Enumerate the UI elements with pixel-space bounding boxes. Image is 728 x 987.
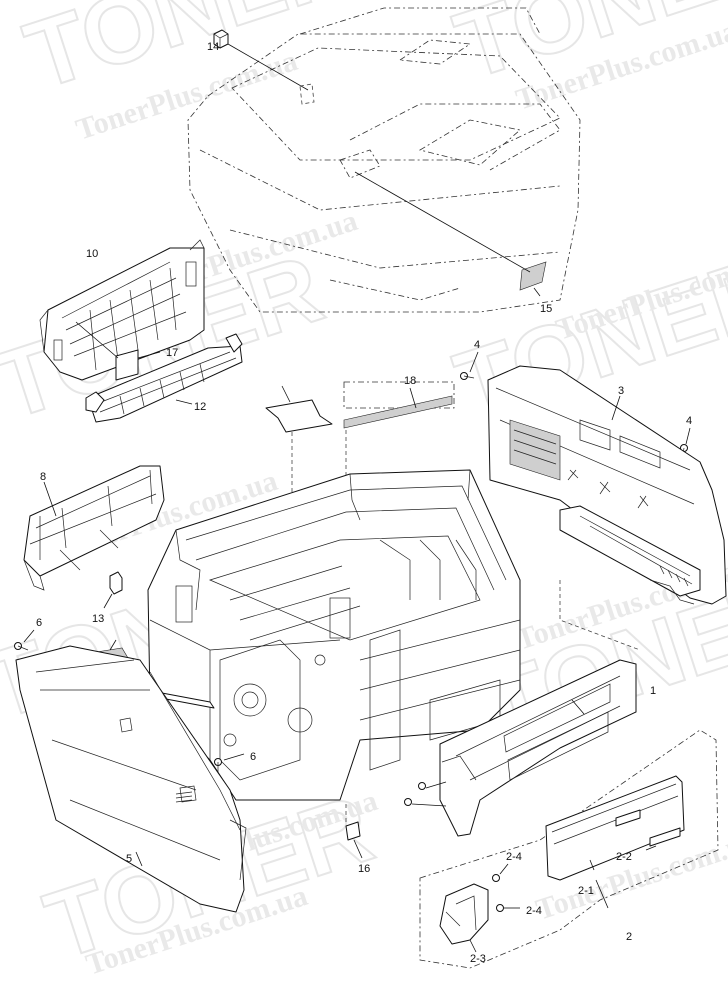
part-5-front-panel — [15, 645, 247, 913]
callout-2-3: 2-3 — [470, 953, 486, 965]
part-12-label — [354, 171, 547, 297]
callout-15: 18 — [404, 375, 416, 387]
part-2-assembly-outline — [419, 729, 719, 969]
part-2-4-screw-upper — [492, 863, 509, 882]
callout-4-upper: 4 — [474, 339, 480, 351]
part-8-duct — [23, 465, 165, 591]
callout-14: 17 — [166, 347, 178, 359]
callout-2-4-upper: 2-4 — [506, 851, 522, 863]
part-9-guide-assembly — [85, 333, 243, 423]
callout-2-4-lower: 2-4 — [526, 905, 542, 917]
part-2-2-connector — [615, 809, 681, 851]
callout-10: 13 — [92, 613, 104, 625]
callout-5: 5 — [126, 853, 132, 865]
part-2-3-bracket — [439, 883, 489, 953]
part-2-4-screw-lower — [496, 904, 520, 912]
part-11-connector — [213, 29, 315, 105]
callout-1: 1 — [650, 685, 656, 697]
part-4-screw-upper — [460, 351, 479, 380]
part-7-back-cover — [39, 239, 205, 381]
part-3-right-cover — [487, 365, 727, 651]
callout-4-right: 4 — [686, 415, 692, 427]
main-chassis — [147, 469, 521, 801]
part-1-front-frame — [404, 659, 637, 837]
part-16-sheet — [265, 385, 333, 640]
callout-2-1: 2-1 — [578, 885, 594, 897]
part-10-clip — [103, 571, 123, 609]
callout-12: 15 — [540, 303, 552, 315]
callout-2-2: 2-2 — [616, 851, 632, 863]
callout-7: 10 — [86, 248, 98, 260]
callout-3: 3 — [618, 385, 624, 397]
callout-13: 16 — [358, 863, 370, 875]
callout-2: 2 — [626, 931, 632, 943]
part-6-screw-front — [214, 753, 245, 774]
callout-6-front: 6 — [250, 751, 256, 763]
callout-9: 12 — [194, 401, 206, 413]
callout-8: 8 — [40, 471, 46, 483]
part-14-label — [75, 321, 161, 381]
callout-6-left: 6 — [36, 617, 42, 629]
part-13-label — [345, 804, 363, 859]
callout-11: 14 — [207, 41, 219, 53]
callout-labels: 14 15 10 17 12 18 4 3 4 8 13 6 6 1 5 16 … — [36, 41, 692, 965]
scanner-unit-outline — [187, 7, 581, 313]
part-6-screw-left — [14, 629, 35, 651]
